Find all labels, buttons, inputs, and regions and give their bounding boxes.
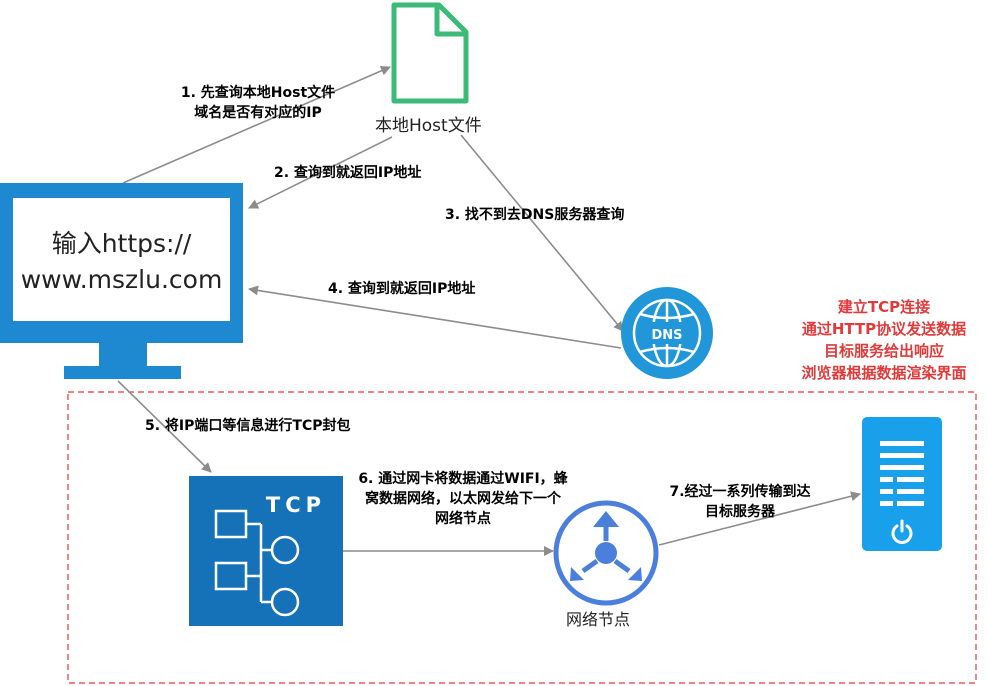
arrow-step-3 [460, 134, 624, 332]
monitor-icon [0, 183, 243, 379]
arrow-step-1 [122, 66, 391, 184]
step-7-label: 7.经过一系列传输到达 目标服务器 [661, 482, 819, 522]
server-icon [862, 417, 942, 551]
red-line-2: 通过HTTP协议发送数据 [801, 320, 967, 338]
monitor-line-1: 输入https:// [51, 229, 192, 258]
step-1-line-1: 1. 先查询本地Host文件 [180, 85, 336, 101]
step-1-label: 1. 先查询本地Host文件 域名是否有对应的IP [168, 83, 348, 123]
red-dashed-region [67, 391, 977, 684]
step-4-label: 4. 查询到就返回IP地址 [328, 281, 476, 297]
step-7-line-1: 7.经过一系列传输到达 [669, 484, 811, 500]
arrow-step-2 [248, 136, 393, 209]
step-3-label: 3. 找不到去DNS服务器查询 [445, 207, 625, 223]
tcp-title: TCP [266, 493, 326, 517]
arrow-step-5 [117, 380, 212, 473]
arrow-step-4 [248, 285, 622, 349]
arrow-step-7 [658, 491, 861, 546]
red-line-3: 目标服务给出响应 [823, 342, 944, 360]
dns-icon-text: DNS [651, 328, 682, 343]
file-icon [391, 2, 469, 104]
network-node-label: 网络节点 [566, 610, 631, 629]
step-6-line-2: 窝数据网络，以太网发给下一个 [365, 491, 561, 507]
step-2-label: 2. 查询到就返回IP地址 [274, 165, 422, 181]
dns-globe-icon: DNS [621, 287, 713, 379]
step-6-line-3: 网络节点 [435, 511, 491, 527]
red-line-4: 浏览器根据数据渲染界面 [801, 364, 967, 382]
step-5-label: 5. 将IP端口等信息进行TCP封包 [145, 418, 351, 434]
monitor-screen-text: 输入https:// www.mszlu.com [13, 226, 230, 298]
step-1-line-2: 域名是否有对应的IP [194, 105, 322, 121]
step-6-line-1: 6. 通过网卡将数据通过WIFI，蜂 [358, 471, 568, 487]
file-label: 本地Host文件 [375, 116, 482, 136]
tcp-protocol-icon: TCP [189, 476, 343, 626]
step-6-label: 6. 通过网卡将数据通过WIFI，蜂 窝数据网络，以太网发给下一个 网络节点 [342, 469, 584, 529]
network-node-icon [553, 500, 659, 606]
red-annotation: 建立TCP连接 通过HTTP协议发送数据 目标服务给出响应 浏览器根据数据渲染界… [784, 296, 984, 384]
monitor-line-2: www.mszlu.com [20, 265, 223, 294]
step-7-line-2: 目标服务器 [705, 504, 775, 520]
red-line-1: 建立TCP连接 [837, 298, 931, 316]
